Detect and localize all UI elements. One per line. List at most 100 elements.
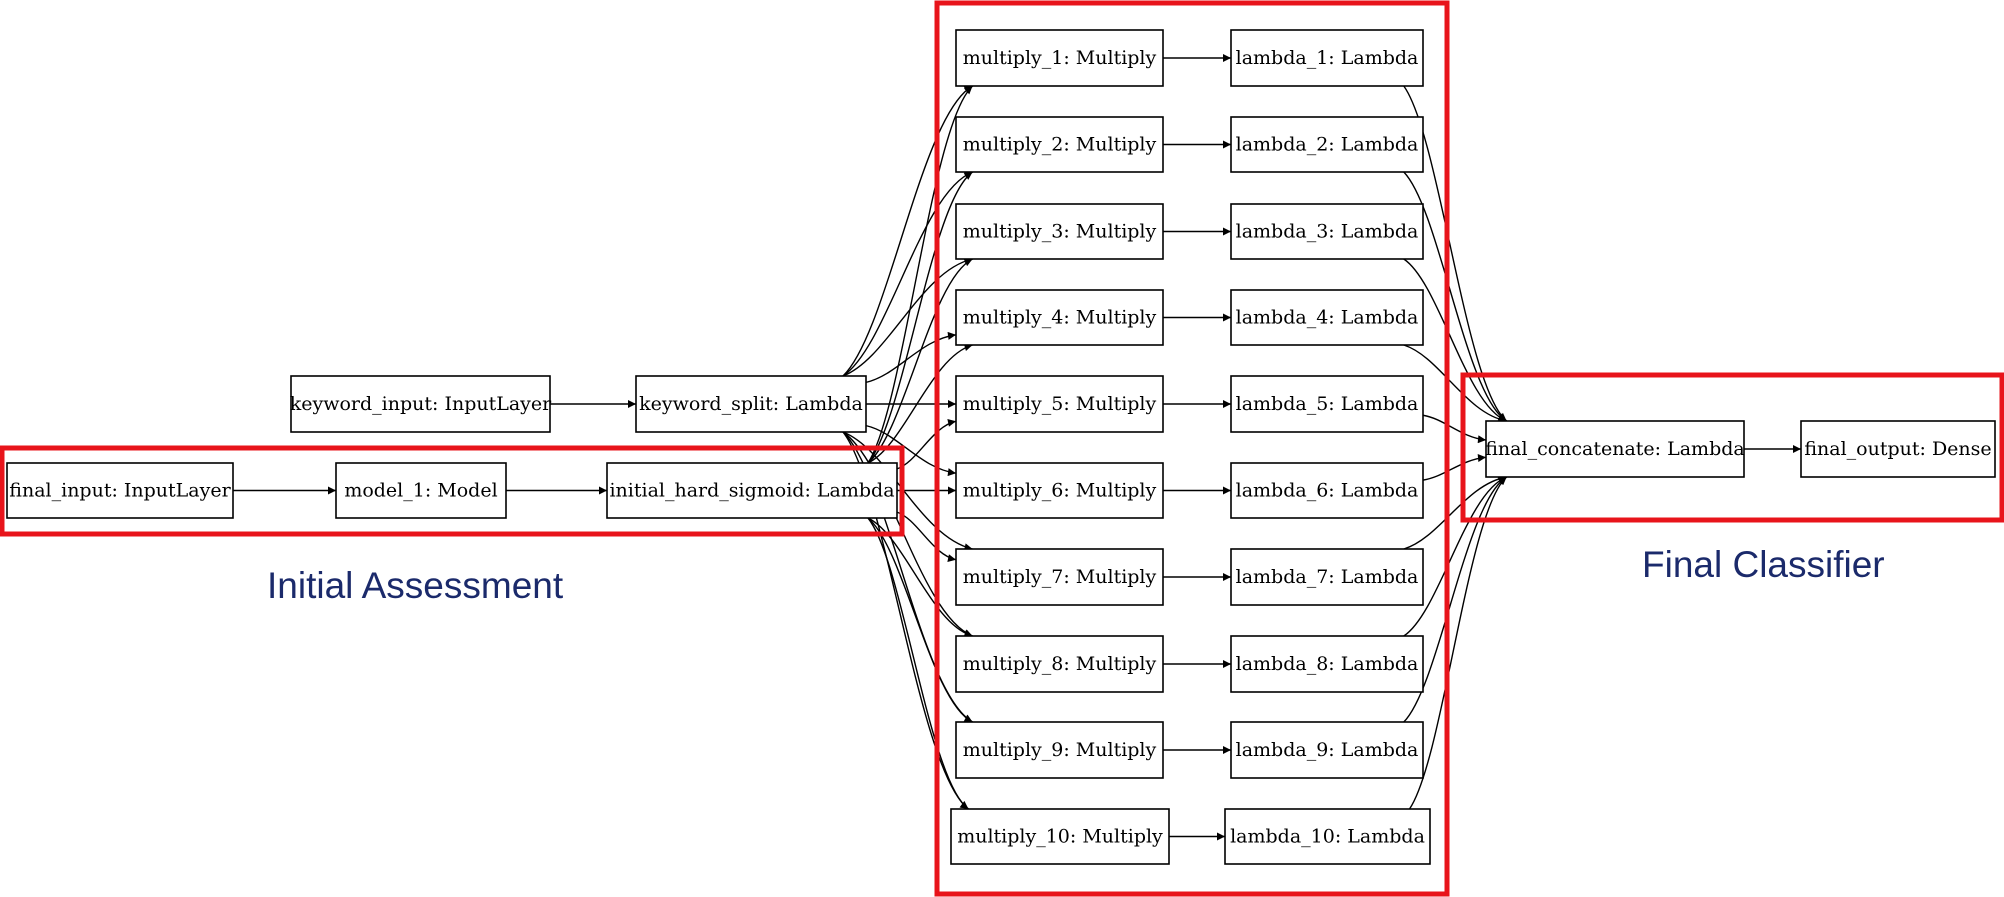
node-box — [1230, 203, 1424, 260]
edge-keyword-split-to-multiply-1 — [842, 85, 973, 377]
node-box — [955, 462, 1164, 519]
node-box — [6, 462, 234, 519]
edge-keyword-split-to-multiply-2 — [842, 171, 973, 377]
multiply-lambda-region — [934, 0, 1450, 897]
node-label: keyword_input: InputLayer — [290, 393, 552, 415]
edge-lambda-5-to-final-concatenate — [1422, 414, 1487, 444]
node-label: final_input: InputLayer — [9, 480, 231, 502]
node-label: model_1: Model — [344, 480, 497, 502]
node-model-1: model_1: Model — [335, 462, 507, 519]
node-final-concatenate: final_concatenate: Lambda — [1485, 420, 1745, 478]
final-classifier-label: Final Classifier — [1642, 544, 1885, 585]
edge-keyword-split-to-multiply-3 — [842, 256, 973, 377]
node-lambda-7: lambda_7: Lambda — [1230, 548, 1424, 606]
node-box — [955, 116, 1164, 173]
node-multiply-5: multiply_5: Multiply — [955, 375, 1164, 433]
node-label: lambda_2: Lambda — [1236, 134, 1419, 156]
node-final-input: final_input: InputLayer — [6, 462, 234, 519]
node-box — [955, 29, 1164, 87]
node-box — [955, 375, 1164, 433]
edge-initial-hard-sigmoid-to-multiply-8 — [867, 517, 973, 638]
node-box — [606, 462, 898, 519]
edge-lambda-1-to-final-concatenate — [1403, 85, 1508, 422]
node-multiply-8: multiply_8: Multiply — [955, 635, 1164, 693]
node-label: lambda_3: Lambda — [1236, 221, 1419, 243]
edge-initial-hard-sigmoid-to-multiply-4 — [867, 343, 973, 464]
node-initial-hard-sigmoid: initial_hard_sigmoid: Lambda — [606, 462, 898, 519]
node-keyword-split: keyword_split: Lambda — [635, 375, 867, 433]
edge-lambda-9-to-final-concatenate — [1403, 476, 1507, 723]
edge-lambda-8-to-final-concatenate — [1403, 476, 1507, 637]
node-box — [950, 808, 1170, 865]
node-box — [1485, 420, 1745, 478]
node-label: lambda_1: Lambda — [1236, 47, 1419, 69]
node-label: keyword_split: Lambda — [639, 393, 863, 415]
node-box — [1230, 29, 1424, 87]
node-label: multiply_7: Multiply — [963, 566, 1157, 588]
node-label: lambda_8: Lambda — [1236, 653, 1419, 675]
node-label: lambda_7: Lambda — [1236, 566, 1419, 588]
node-box — [1230, 721, 1424, 779]
edge-lambda-2-to-final-concatenate — [1403, 171, 1508, 422]
node-box — [635, 375, 867, 433]
edge-keyword-split-to-multiply-6 — [865, 424, 957, 477]
node-label: multiply_6: Multiply — [963, 480, 1157, 502]
node-box — [1230, 462, 1424, 519]
initial-assessment-region — [0, 445, 905, 537]
node-label: multiply_2: Multiply — [963, 134, 1157, 156]
node-label: final_output: Dense — [1804, 438, 1991, 460]
node-label: lambda_10: Lambda — [1230, 826, 1425, 848]
node-label: multiply_4: Multiply — [963, 307, 1157, 329]
node-lambda-10: lambda_10: Lambda — [1224, 808, 1431, 865]
node-box — [1230, 116, 1424, 173]
node-lambda-9: lambda_9: Lambda — [1230, 721, 1424, 779]
node-box — [1230, 375, 1424, 433]
edge-initial-hard-sigmoid-to-multiply-1 — [867, 85, 974, 464]
edge-lambda-7-to-final-concatenate — [1403, 474, 1507, 550]
edge-lambda-4-to-final-concatenate — [1403, 344, 1507, 424]
node-multiply-7: multiply_7: Multiply — [955, 548, 1164, 606]
node-multiply-1: multiply_1: Multiply — [955, 29, 1164, 87]
node-lambda-4: lambda_4: Lambda — [1230, 289, 1424, 346]
node-label: lambda_5: Lambda — [1236, 393, 1419, 415]
node-label: final_concatenate: Lambda — [1485, 438, 1744, 460]
node-multiply-3: multiply_3: Multiply — [955, 203, 1164, 260]
node-lambda-3: lambda_3: Lambda — [1230, 203, 1424, 260]
node-multiply-10: multiply_10: Multiply — [950, 808, 1170, 865]
node-keyword-input: keyword_input: InputLayer — [290, 375, 552, 433]
final-classifier-region — [1460, 372, 2004, 523]
node-label: multiply_9: Multiply — [963, 739, 1157, 761]
node-label: initial_hard_sigmoid: Lambda — [609, 480, 894, 502]
node-multiply-9: multiply_9: Multiply — [955, 721, 1164, 779]
node-label: multiply_1: Multiply — [963, 47, 1157, 69]
node-lambda-2: lambda_2: Lambda — [1230, 116, 1424, 173]
node-label: lambda_9: Lambda — [1236, 739, 1419, 761]
node-label: multiply_8: Multiply — [963, 653, 1157, 675]
node-lambda-8: lambda_8: Lambda — [1230, 635, 1424, 693]
node-box — [955, 203, 1164, 260]
edge-keyword-split-to-multiply-7 — [842, 431, 973, 552]
node-label: lambda_6: Lambda — [1236, 480, 1419, 502]
node-box — [955, 721, 1164, 779]
edge-lambda-3-to-final-concatenate — [1403, 258, 1507, 422]
node-box — [955, 635, 1164, 693]
node-label: lambda_4: Lambda — [1236, 307, 1419, 329]
node-box — [955, 548, 1164, 606]
node-box — [290, 375, 551, 433]
node-multiply-6: multiply_6: Multiply — [955, 462, 1164, 519]
node-box — [1230, 635, 1424, 693]
nodes-layer: final_input: InputLayer model_1: Model ini… — [6, 29, 1996, 865]
edge-initial-hard-sigmoid-to-multiply-2 — [867, 171, 973, 464]
node-label: multiply_5: Multiply — [963, 393, 1157, 415]
edge-initial-hard-sigmoid-to-multiply-10 — [867, 517, 969, 810]
node-lambda-6: lambda_6: Lambda — [1230, 462, 1424, 519]
edge-lambda-6-to-final-concatenate — [1422, 454, 1487, 481]
node-multiply-2: multiply_2: Multiply — [955, 116, 1164, 173]
node-box — [955, 289, 1164, 346]
node-box — [1224, 808, 1431, 865]
edge-keyword-split-to-multiply-4 — [865, 331, 957, 384]
initial-assessment-label: Initial Assessment — [267, 565, 564, 606]
